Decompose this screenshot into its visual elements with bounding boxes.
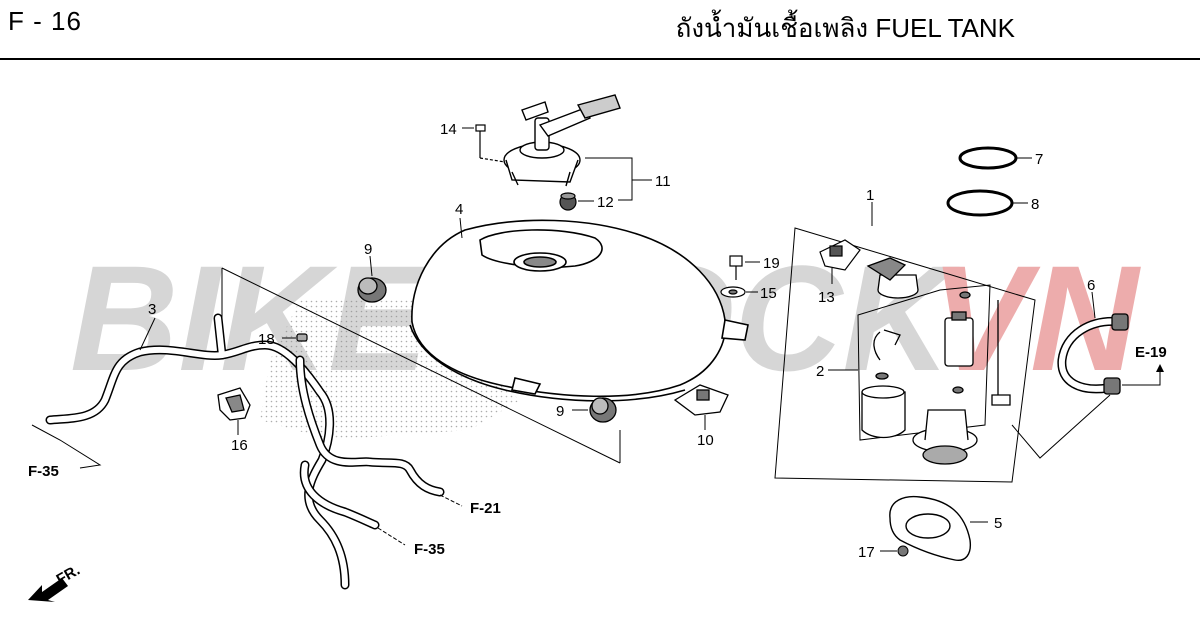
grommet-12	[559, 192, 577, 211]
clip-18	[296, 333, 308, 342]
pump-wire	[873, 329, 901, 361]
callout-13: 13	[818, 289, 835, 306]
callout-19: 19	[763, 255, 780, 272]
callout-11: 11	[655, 173, 671, 190]
leader-6	[1091, 291, 1096, 319]
hose-link-line	[1011, 394, 1111, 459]
leader-e19	[1122, 370, 1161, 386]
page-header: F - 16 ถังน้ำมันเชื้อเพลิง FUEL TANK	[0, 0, 1200, 60]
bolt-19	[729, 255, 743, 280]
callout-1: 1	[866, 187, 874, 204]
tank-assembly-outline	[221, 267, 621, 464]
callout-2: 2	[816, 363, 824, 380]
pump-body	[944, 291, 974, 394]
clamp-16	[217, 387, 251, 421]
leader-9-upper	[369, 255, 373, 277]
fuel-hose-6-inner	[1058, 318, 1125, 392]
bracket-11	[585, 157, 633, 201]
leader-f21	[439, 494, 463, 507]
callout-15: 15	[760, 285, 777, 302]
seal-8	[946, 189, 1014, 217]
callout-10: 10	[697, 432, 714, 449]
gasket-7	[958, 146, 1018, 170]
callout-7: 7	[1035, 151, 1043, 168]
damper-9-lower	[589, 397, 617, 423]
overflow-tube-inner	[297, 357, 443, 528]
front-direction-marker: FR.	[28, 562, 83, 602]
mounting-plate-5	[889, 495, 972, 562]
connector-13	[819, 239, 861, 271]
hose-fittings	[1103, 313, 1129, 395]
page-title: ถังน้ำมันเชื้อเพลิง FUEL TANK	[675, 13, 1015, 43]
ref-e19: E-19	[1135, 344, 1167, 361]
header-rule	[0, 58, 1200, 60]
leader-f35-bottom	[377, 527, 406, 546]
breather-tube-3-inner	[47, 315, 348, 588]
leader-3	[139, 317, 156, 351]
ref-f21: F-21	[470, 500, 501, 517]
callout-9-upper: 9	[364, 241, 372, 258]
leader-f35-left	[31, 424, 102, 469]
callout-16: 16	[231, 437, 248, 454]
fuel-tank	[409, 219, 749, 402]
callout-14: 14	[440, 121, 457, 138]
callout-18: 18	[258, 331, 275, 348]
callout-12: 12	[597, 194, 614, 211]
callout-17: 17	[858, 544, 875, 561]
screw-14	[475, 124, 506, 163]
washer-15	[720, 286, 746, 298]
pump-filter	[861, 372, 906, 439]
ref-f35-left: F-35	[28, 463, 59, 480]
pump-sub-outline	[857, 284, 991, 441]
callout-3: 3	[148, 301, 156, 318]
callout-5: 5	[994, 515, 1002, 532]
callout-6: 6	[1087, 277, 1095, 294]
leader-4	[459, 217, 463, 239]
callout-9-lower: 9	[556, 403, 564, 420]
callout-4: 4	[455, 201, 463, 218]
ref-f35-bottom: F-35	[414, 541, 445, 558]
arrow-e19	[1156, 364, 1164, 372]
nut-17	[897, 545, 909, 557]
pump-top-unit	[866, 257, 919, 299]
damper-9-upper	[357, 277, 387, 303]
pump-base	[912, 300, 1011, 465]
page-id: F - 16	[8, 6, 82, 36]
mount-10	[673, 384, 729, 416]
fuel-cap	[503, 94, 621, 187]
pump-assembly-outline	[774, 227, 1036, 483]
callout-8: 8	[1031, 196, 1039, 213]
